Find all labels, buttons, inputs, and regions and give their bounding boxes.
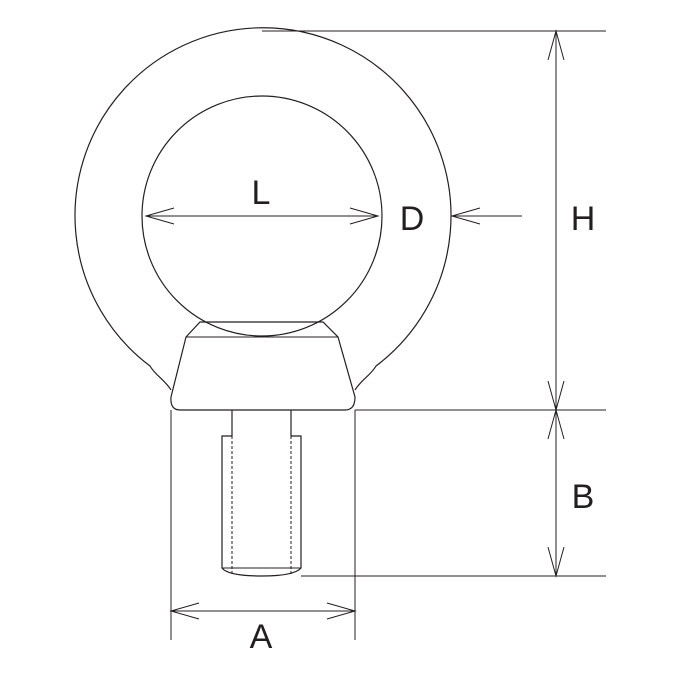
- arrowhead-A-right: [326, 602, 357, 620]
- arrowhead-L-right: [349, 207, 380, 225]
- label-B: B: [572, 478, 595, 516]
- arrowhead-L-left: [144, 207, 175, 225]
- label-H: H: [571, 200, 596, 238]
- arrowhead-B-bottom: [547, 546, 565, 578]
- arrowhead-B-top: [547, 408, 565, 440]
- label-D: D: [400, 200, 425, 238]
- label-A: A: [250, 618, 273, 656]
- ring-outer-outline: [74, 27, 452, 391]
- ring-inner-circle: [141, 95, 383, 337]
- collar-outline: [170, 321, 356, 411]
- shank-outline: [221, 410, 302, 577]
- arrowhead-H-top: [547, 29, 565, 61]
- label-L: L: [252, 174, 271, 212]
- arrowhead-A-left: [169, 602, 200, 620]
- arrowhead-D: [450, 207, 481, 225]
